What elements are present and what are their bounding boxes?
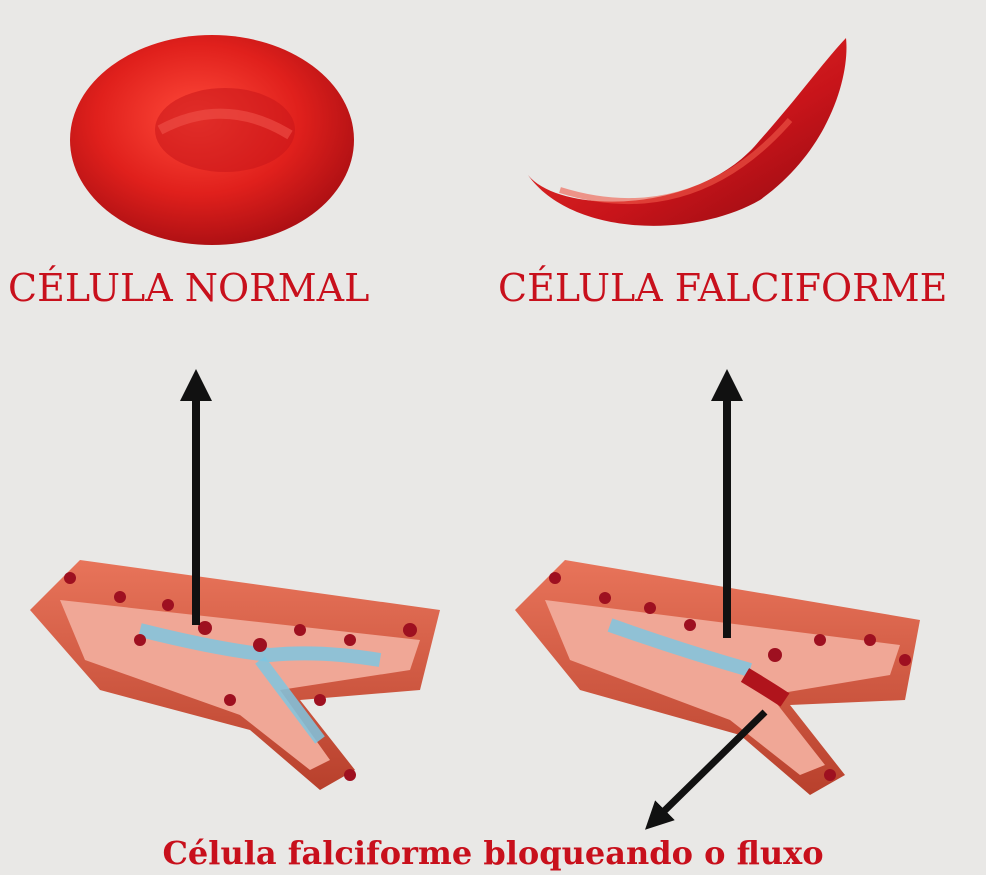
normal-blood-vessel	[30, 560, 440, 790]
normal-cell-label: CÉLULA NORMAL	[8, 266, 369, 310]
normal-red-blood-cell	[70, 35, 354, 245]
sickle-cell-label: CÉLULA FALCIFORME	[498, 266, 947, 310]
arrow-to-caption	[655, 712, 765, 820]
sickle-cell	[528, 38, 846, 226]
blocked-flow-caption: Célula falciforme bloqueando o fluxo	[0, 834, 986, 872]
